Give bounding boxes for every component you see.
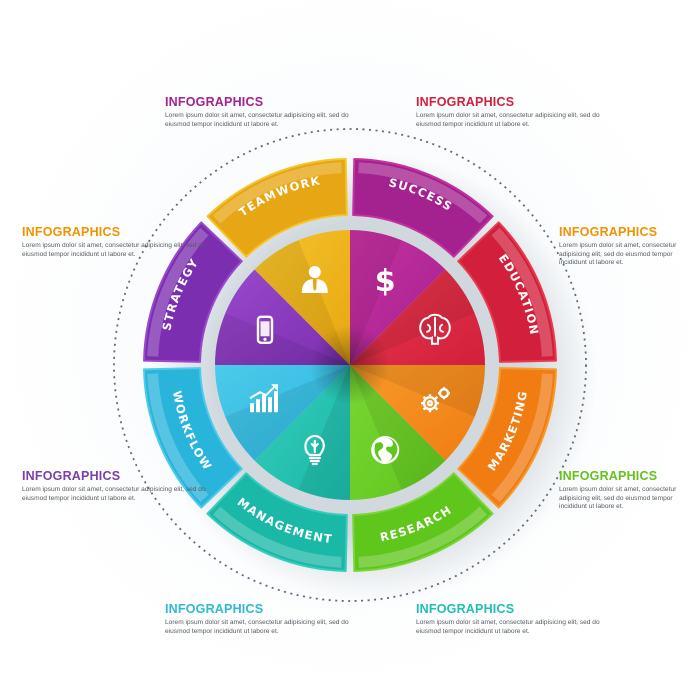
segment-wedge	[254, 365, 350, 500]
callout-top-left: INFOGRAPHICS Lorem ipsum dolor sit amet,…	[165, 95, 350, 129]
ring-highlight	[491, 373, 553, 503]
globe-icon	[371, 435, 400, 464]
segment-ring	[457, 221, 557, 363]
lightbulb-icon	[304, 434, 325, 466]
callout-top-right: INFOGRAPHICS Lorem ipsum dolor sit amet,…	[416, 95, 601, 129]
callout-text: Lorem ipsum dolor sit amet, consectetur …	[559, 486, 677, 510]
segment-ring	[143, 221, 243, 363]
ring-highlight	[147, 373, 209, 503]
ring-highlight	[491, 227, 553, 357]
ring-highlight	[147, 227, 209, 357]
callout-title: INFOGRAPHICS	[165, 95, 264, 109]
segment-ring	[457, 367, 557, 509]
callout-title: INFOGRAPHICS	[559, 225, 658, 239]
callout-title: INFOGRAPHICS	[559, 469, 658, 483]
callout-text: Lorem ipsum dolor sit amet, consectetur …	[22, 486, 206, 502]
ring-highlight	[358, 506, 488, 568]
callout-upper-right: INFOGRAPHICS Lorem ipsum dolor sit amet,…	[559, 225, 697, 268]
segment-wedge	[215, 365, 350, 461]
callout-text: Lorem ipsum dolor sit amet, consectetur …	[22, 242, 206, 258]
callout-lower-left: INFOGRAPHICS Lorem ipsum dolor sit amet,…	[22, 469, 207, 503]
callout-text: Lorem ipsum dolor sit amet, consectetur …	[559, 242, 677, 266]
ring-highlight	[358, 162, 488, 224]
segment-ring	[352, 472, 494, 572]
segment-ring	[352, 158, 494, 258]
callout-text: Lorem ipsum dolor sit amet, consectetur …	[165, 619, 349, 635]
segment-education: EDUCATION	[350, 221, 557, 365]
svg-text:$: $	[375, 264, 396, 299]
gears-icon	[420, 387, 450, 413]
ring-highlight	[212, 506, 342, 568]
callout-title: INFOGRAPHICS	[22, 225, 121, 239]
segment-wedge	[215, 269, 350, 365]
callout-text: Lorem ipsum dolor sit amet, consectetur …	[416, 112, 600, 128]
callout-bottom-right: INFOGRAPHICS Lorem ipsum dolor sit amet,…	[416, 602, 601, 636]
segment-wedge	[350, 269, 485, 365]
callout-title: INFOGRAPHICS	[416, 602, 515, 616]
segment-management: MANAGEMENT	[206, 365, 350, 572]
businessman-icon	[301, 266, 328, 294]
callout-title: INFOGRAPHICS	[22, 469, 121, 483]
callout-upper-left: INFOGRAPHICS Lorem ipsum dolor sit amet,…	[22, 225, 207, 259]
callout-title: INFOGRAPHICS	[416, 95, 515, 109]
callout-text: Lorem ipsum dolor sit amet, consectetur …	[165, 112, 349, 128]
segment-ring	[206, 158, 348, 258]
callout-bottom-left: INFOGRAPHICS Lorem ipsum dolor sit amet,…	[165, 602, 350, 636]
segment-ring	[143, 367, 243, 509]
segment-wedge	[350, 365, 486, 461]
ring-highlight	[212, 162, 342, 224]
segment-wedge	[254, 230, 350, 365]
growth-chart-icon	[249, 384, 279, 413]
dotted-orbit	[113, 128, 587, 602]
callout-text: Lorem ipsum dolor sit amet, consectetur …	[416, 619, 600, 635]
segment-ring	[206, 472, 348, 572]
segment-wedge	[350, 230, 446, 365]
brain-icon	[419, 313, 451, 345]
callout-lower-right: INFOGRAPHICS Lorem ipsum dolor sit amet,…	[559, 469, 697, 512]
center-shade	[310, 325, 390, 405]
callout-title: INFOGRAPHICS	[165, 602, 264, 616]
smartphone-icon	[256, 315, 274, 344]
dollar-icon: $	[375, 264, 396, 299]
segment-wedge	[350, 365, 446, 500]
